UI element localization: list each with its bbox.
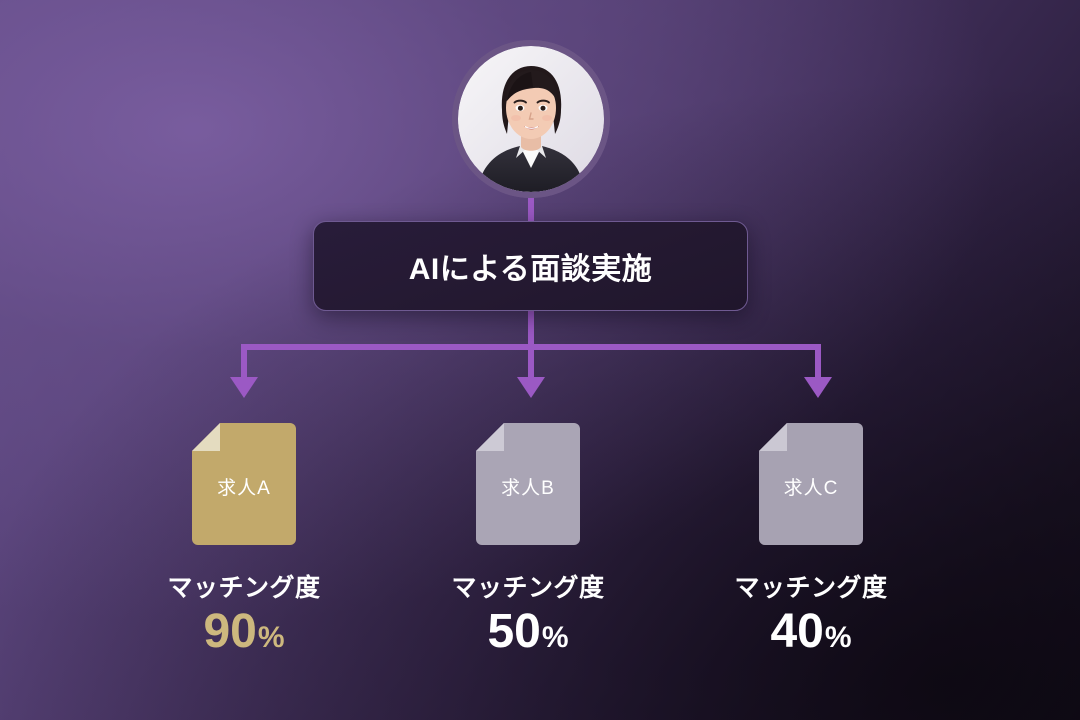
- match-label-b: マッチング度: [451, 574, 605, 602]
- match-percent-a: %: [257, 621, 285, 654]
- arrowhead-a: [230, 377, 258, 398]
- document-label-c: 求人C: [783, 478, 839, 499]
- avatar-ring: [452, 40, 610, 198]
- match-value-a: 90%: [139, 608, 349, 656]
- match-value-b: 50%: [423, 608, 633, 656]
- arrowhead-b: [517, 377, 545, 398]
- candidate-avatar: [452, 40, 610, 198]
- match-percent-c: %: [824, 621, 852, 654]
- match-number-b: 50: [487, 605, 541, 658]
- document-icon-a: 求人A: [192, 423, 296, 545]
- document-icon-b: 求人B: [476, 423, 580, 545]
- ai-interview-node-label: AIによる面談実施: [408, 253, 653, 286]
- match-percent-b: %: [541, 621, 569, 654]
- job-result-a: 求人A マッチング度 90%: [139, 423, 349, 656]
- document-icon-c: 求人C: [759, 423, 863, 545]
- match-number-c: 40: [770, 605, 824, 658]
- match-label-a: マッチング度: [167, 574, 321, 602]
- match-number-a: 90: [203, 605, 257, 658]
- match-label-c: マッチング度: [734, 574, 888, 602]
- match-value-c: 40%: [706, 608, 916, 656]
- ai-interview-node: AIによる面談実施: [313, 221, 748, 311]
- document-label-a: 求人A: [217, 478, 271, 499]
- job-result-b: 求人B マッチング度 50%: [423, 423, 633, 656]
- arrowhead-c: [804, 377, 832, 398]
- job-result-c: 求人C マッチング度 40%: [706, 423, 916, 656]
- document-label-b: 求人B: [501, 478, 555, 499]
